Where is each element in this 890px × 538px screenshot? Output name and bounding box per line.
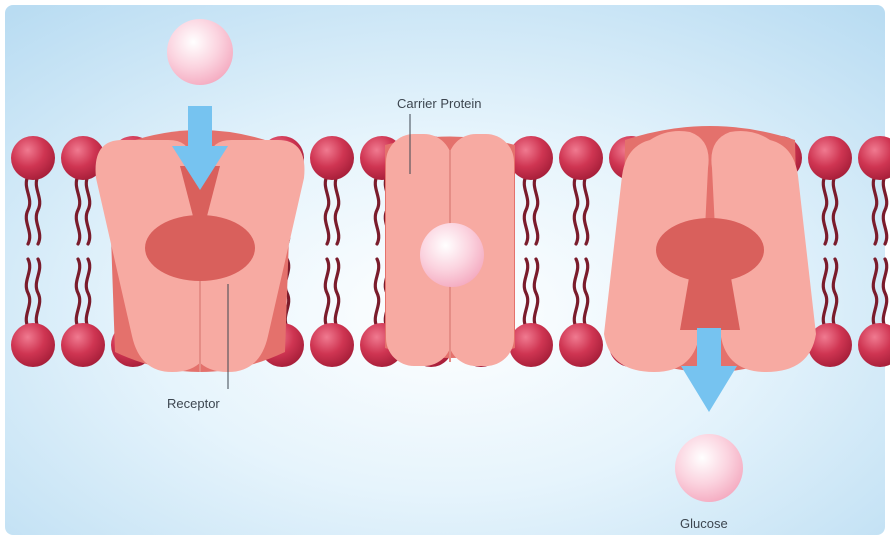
receptor-label: Receptor — [167, 396, 220, 411]
glucose-molecule-inside-cell — [675, 434, 743, 502]
lipid-head — [310, 136, 354, 180]
lipid-head — [11, 136, 55, 180]
lipid-head — [559, 136, 603, 180]
lipid-head — [11, 323, 55, 367]
glucose-label: Glucose — [680, 516, 728, 531]
lipid-head — [61, 323, 105, 367]
released-protein-channel — [680, 272, 740, 330]
lipid-head — [310, 323, 354, 367]
glucose-molecule-outside — [167, 19, 233, 85]
lipid-head — [509, 323, 553, 367]
receptor-binding-site — [145, 215, 255, 281]
carrier-protein-label: Carrier Protein — [397, 96, 482, 111]
lipid-head — [509, 136, 553, 180]
carrier-protein — [385, 134, 515, 366]
glucose-molecule-in-transit — [420, 223, 484, 287]
lipid-head — [808, 136, 852, 180]
lipid-head — [559, 323, 603, 367]
